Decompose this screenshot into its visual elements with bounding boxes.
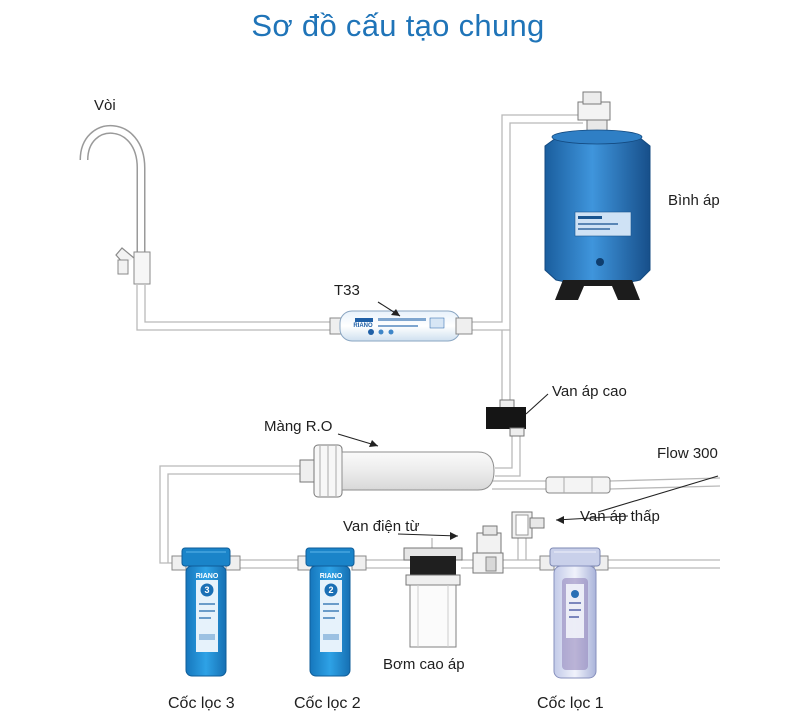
cup3-brand: RIANO	[196, 573, 219, 580]
page-title: Sơ đồ cấu tạo chung	[251, 8, 545, 43]
cup2-number-badge	[324, 583, 338, 597]
booster-pump	[403, 547, 463, 648]
cup2-number: 2	[328, 585, 333, 595]
label-cup2: Cốc lọc 2	[294, 695, 361, 712]
t33-filter	[329, 310, 473, 342]
label-t33: T33	[334, 282, 360, 299]
filter-cup-2	[297, 547, 367, 677]
label-tank: Bình áp	[668, 192, 720, 209]
label-high-pressure-valve: Van áp cao	[552, 383, 627, 400]
label-flow: Flow 300	[657, 445, 718, 462]
filter-cup-1	[539, 547, 609, 679]
filter-cup-3	[171, 547, 241, 677]
faucet	[79, 124, 151, 285]
leader-arrows	[369, 309, 564, 540]
label-low-pressure-valve: Van áp thấp	[580, 508, 660, 525]
low-pressure-valve	[511, 511, 545, 539]
t33-brand: RIANO	[353, 323, 373, 329]
label-cup3: Cốc lọc 3	[168, 695, 235, 712]
label-membrane: Màng R.O	[264, 418, 333, 435]
leader-lines	[337, 301, 719, 537]
cup2-brand: RIANO	[320, 573, 343, 580]
label-solenoid-valve: Van điện từ	[343, 518, 420, 535]
cup3-number: 3	[204, 585, 209, 595]
flow-restrictor	[545, 476, 611, 494]
pressure-tank	[544, 91, 651, 300]
high-pressure-valve	[486, 399, 526, 437]
cup3-number-badge	[200, 583, 214, 597]
label-cup1: Cốc lọc 1	[537, 695, 604, 712]
ro-membrane	[299, 444, 495, 498]
label-faucet: Vòi	[94, 97, 116, 114]
label-pump: Bơm cao áp	[383, 656, 465, 673]
solenoid-valve	[472, 525, 504, 574]
